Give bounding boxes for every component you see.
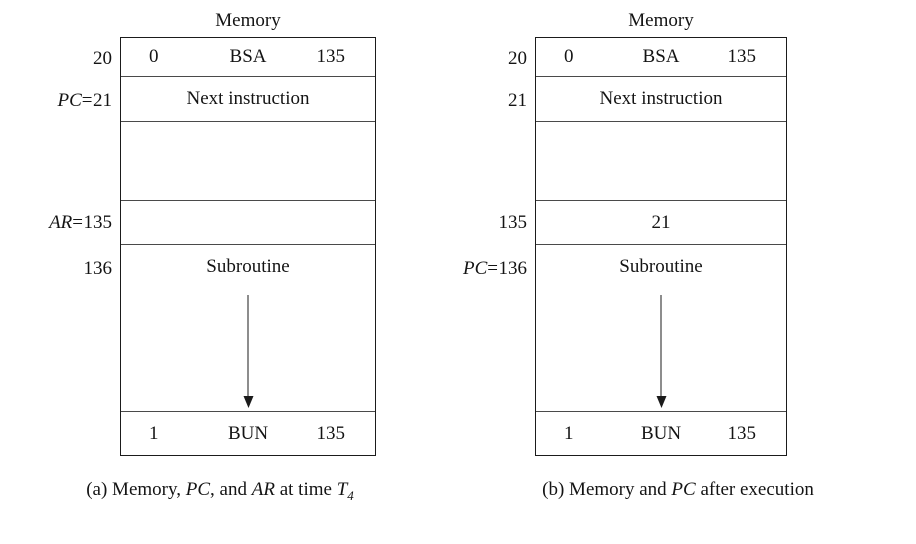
caption-b-reg-pc: PC (671, 479, 696, 500)
caption-a-prefix: (a) Memory, (86, 479, 186, 500)
address-label-pc-136-b: PC=136 (297, 259, 527, 278)
memory-row-next-instruction-a: Next instruction (121, 77, 375, 122)
instruction-opcode-bsa-b: BSA (642, 46, 680, 67)
address-value-135-a: 135 (83, 212, 113, 233)
address-label-136-a: 136 (83, 258, 113, 279)
memory-row-bun-a: 1 BUN 135 (121, 412, 375, 456)
memory-row-gap-a (121, 122, 375, 201)
memory-box-b: 0 BSA 135 Next instruction 21 Subroutine… (535, 37, 787, 456)
memory-box-a: 0 BSA 135 Next instruction Subroutine 1 … (120, 37, 376, 456)
equals-sign-a: = (81, 90, 93, 111)
memory-row-bsa-a: 0 BSA 135 (121, 38, 375, 77)
caption-a-time-subscript: 4 (347, 487, 354, 503)
memory-row-next-instruction-b: Next instruction (536, 77, 786, 122)
address-value-136-b: 136 (498, 258, 528, 279)
register-ar-a: AR (49, 212, 73, 233)
caption-a-time-symbol: T (336, 479, 348, 500)
instruction-address-bsa-a: 135 (316, 46, 346, 67)
address-label-135-b: 135 (498, 212, 528, 233)
caption-b-prefix: (b) Memory and (542, 479, 672, 500)
instruction-i-bit-a: 0 (149, 46, 159, 67)
memory-row-bsa-b: 0 BSA 135 (536, 38, 786, 77)
memory-row-gap-b (536, 122, 786, 201)
address-label-pc-21-a: PC=21 (0, 90, 113, 111)
memory-row-subroutine-a: Subroutine (121, 245, 375, 412)
down-arrow-icon-a (247, 295, 249, 397)
register-pc-a: PC (57, 90, 82, 111)
instruction-i-bit-b: 0 (564, 46, 574, 67)
memory-row-return-address-b: 21 (536, 201, 786, 245)
register-pc-b: PC (463, 258, 488, 279)
subroutine-label-a: Subroutine (206, 256, 290, 277)
instruction-address-bsa-b: 135 (727, 46, 757, 67)
address-label-21-b: 21 (508, 90, 527, 111)
caption-a: (a) Memory, PC, and AR at time T4 (0, 480, 440, 505)
equals-sign-ar-a: = (72, 212, 84, 233)
address-value-21-a: 21 (93, 90, 112, 111)
address-label-20-b: 20 (508, 48, 527, 69)
panel-memory-after-execution: Memory 20 21 135 PC=136 0 BSA 135 Next i… (440, 0, 916, 544)
instruction-i-bit-bun-b: 1 (564, 423, 574, 444)
caption-a-reg-ar: AR (251, 479, 275, 500)
instruction-address-bun-b: 135 (727, 423, 757, 444)
address-label-20-a: 20 (93, 48, 112, 69)
panel-memory-at-t4: Memory 20 PC=21 AR=135 136 0 BSA 135 Nex… (0, 0, 440, 544)
equals-sign-b: = (487, 258, 499, 279)
instruction-opcode-bun-b: BUN (640, 423, 682, 444)
instruction-opcode-bun-a: BUN (227, 423, 269, 444)
instruction-opcode-bsa-a: BSA (229, 46, 267, 67)
memory-title-a: Memory (215, 10, 281, 31)
memory-row-bun-b: 1 BUN 135 (536, 412, 786, 456)
caption-b-suffix: after execution (695, 479, 814, 500)
caption-a-mid: , and (210, 479, 252, 500)
caption-a-reg-pc: PC (185, 479, 211, 500)
caption-b: (b) Memory and PC after execution (440, 480, 916, 499)
caption-a-suffix: at time (274, 479, 337, 500)
subroutine-label-b: Subroutine (619, 256, 703, 277)
instruction-i-bit-bun-a: 1 (149, 423, 159, 444)
memory-row-subroutine-b: Subroutine (536, 245, 786, 412)
instruction-address-bun-a: 135 (316, 423, 346, 444)
down-arrow-icon-b (660, 295, 662, 397)
memory-row-address-135-a (121, 201, 375, 245)
address-label-ar-135-a: AR=135 (0, 213, 112, 232)
memory-title-b: Memory (628, 10, 694, 31)
